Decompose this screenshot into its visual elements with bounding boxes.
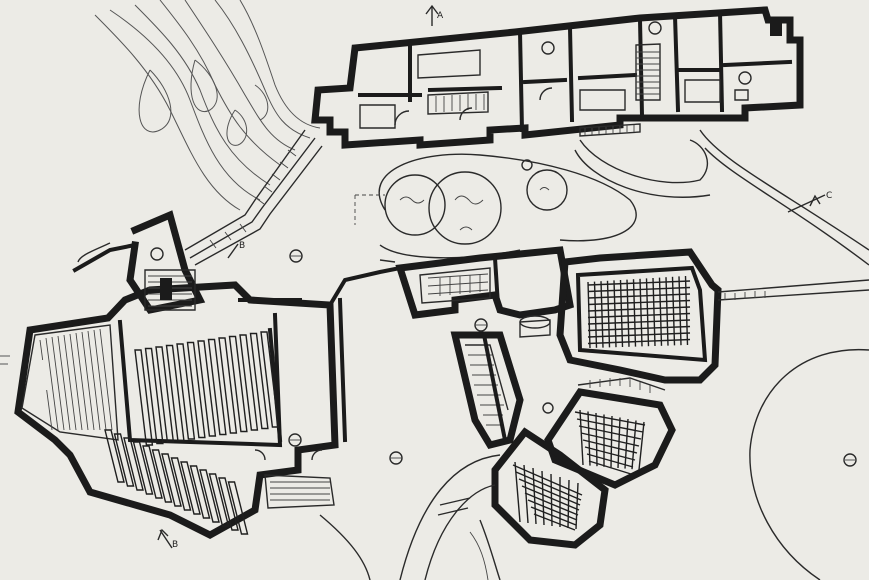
seat-column — [514, 461, 521, 523]
seat-row — [151, 449, 173, 503]
lecture-hall-east — [556, 248, 722, 384]
seat-row — [588, 460, 632, 475]
seat-row — [576, 418, 644, 433]
seat-column — [665, 277, 669, 346]
seat-row — [189, 465, 211, 519]
grid-ticks — [0, 355, 10, 365]
seat-row — [584, 446, 636, 461]
main-auditorium-steps — [254, 449, 335, 509]
ramp-east — [717, 279, 869, 301]
seat-row — [161, 453, 182, 507]
seat-row — [199, 469, 220, 523]
seat-row — [515, 471, 582, 501]
lecture-hall-south-upper-seating — [574, 409, 646, 475]
south-ground-paths — [319, 454, 501, 580]
lecture-hall-south-lower — [491, 427, 609, 549]
central-wing — [395, 246, 574, 338]
seat-column — [617, 417, 621, 469]
main-auditorium-seating — [104, 331, 280, 535]
seat-column — [523, 464, 529, 524]
seat-row — [228, 335, 248, 433]
seat-column — [678, 276, 682, 346]
seat-column — [624, 418, 629, 469]
seat-row — [587, 325, 691, 332]
trees — [384, 159, 568, 245]
seat-row — [239, 334, 259, 431]
seat-row — [227, 481, 249, 535]
seat-row — [518, 478, 581, 506]
seat-column — [631, 420, 637, 470]
seat-row — [218, 477, 239, 531]
seat-column — [638, 421, 645, 470]
seat-row — [587, 299, 691, 306]
seat-row — [132, 441, 154, 495]
seat-row — [170, 457, 192, 511]
seat-row — [155, 346, 175, 443]
section-mark-b: B B — [157, 241, 245, 550]
main-auditorium — [14, 281, 339, 539]
outdoor-amphitheatre-circle — [749, 348, 869, 580]
seat-row — [208, 473, 230, 527]
seat-column — [567, 479, 570, 529]
lecture-hall-south-lower-seating — [512, 461, 583, 531]
approach-stair — [184, 129, 323, 266]
seat-row — [574, 411, 646, 426]
plaza-paths — [354, 129, 869, 266]
seat-row — [142, 445, 163, 499]
seat-row — [260, 331, 280, 428]
seat-row — [165, 344, 185, 442]
seat-row — [582, 439, 638, 454]
seat-row — [587, 338, 691, 345]
seat-row — [207, 338, 227, 436]
seat-column — [575, 482, 579, 530]
seat-column — [595, 412, 598, 467]
seat-row — [587, 319, 691, 325]
section-mark-a-label: A — [437, 11, 444, 21]
seat-column — [532, 467, 537, 525]
seat-row — [587, 312, 691, 319]
seat-column — [684, 275, 689, 346]
seat-row — [578, 425, 642, 440]
section-mark-c-label: C — [826, 191, 832, 201]
seat-row — [123, 437, 144, 491]
seat-row — [587, 332, 691, 338]
seat-row — [144, 347, 164, 445]
service-wedge — [450, 331, 524, 450]
elevation-markers — [288, 249, 554, 465]
seat-row — [186, 341, 206, 439]
section-mark-b2-label: B — [239, 241, 245, 251]
seat-column — [579, 409, 584, 466]
seat-column — [587, 411, 591, 466]
seat-row — [197, 340, 217, 437]
section-mark-b-label: B — [172, 540, 178, 550]
seat-row — [587, 280, 691, 286]
section-mark-c: C — [787, 191, 832, 213]
seat-row — [104, 429, 125, 483]
seat-row — [113, 433, 135, 487]
seat-row — [180, 461, 201, 515]
entry-lobby-west — [72, 210, 206, 314]
seat-row — [176, 343, 196, 440]
seat-row — [218, 337, 238, 434]
section-mark-a: A — [425, 4, 444, 26]
lecture-hall-east-seating — [587, 275, 691, 349]
seat-row — [249, 332, 269, 430]
seat-column — [610, 415, 613, 468]
seat-row — [587, 293, 691, 299]
seat-column — [671, 276, 676, 346]
seat-column — [658, 277, 663, 346]
seat-column — [550, 473, 553, 527]
seat-row — [587, 286, 691, 293]
landscape-contours — [94, 0, 321, 211]
classroom-block — [311, 6, 804, 149]
seat-row — [521, 485, 580, 511]
seat-row — [134, 349, 154, 446]
seat-row — [580, 432, 640, 447]
connecting-walls — [327, 259, 403, 443]
seat-row — [587, 306, 691, 312]
seat-column — [541, 470, 545, 526]
lecture-hall-south-upper — [544, 377, 676, 489]
